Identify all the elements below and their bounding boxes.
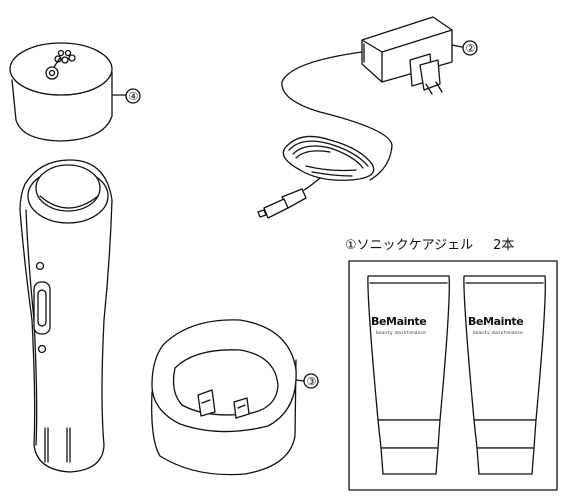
device-cap: ④ [9,42,141,142]
cap-callout-circle [125,88,141,104]
gel-callout-number: ① [345,238,357,253]
stand-callout-circle [303,373,319,389]
gel-set-title: ①ソニックケアジェル 2本 [345,234,514,253]
ac-adapter: ② [361,16,478,95]
gel-box-frame [348,260,558,491]
cap-callout-number: ④ [129,90,139,103]
gel-set-box: BeMainte beauty maintenance BeMainte bea… [348,260,558,491]
gel-brand: BeMainte [371,315,426,328]
charging-contact-icon [233,397,250,419]
gel-tube: BeMainte beauty maintenance [463,275,546,475]
gel-count: 2本 [493,238,515,253]
charging-stand: ③ [151,319,319,476]
mode-indicator-icon [37,344,47,354]
gel-subtitle: beauty maintenance [376,330,426,336]
device-head-inner [35,164,101,212]
stand-callout-number: ③ [307,375,317,388]
charging-contact-icon [197,389,216,417]
gel-name: ソニックケアジェル [356,238,474,253]
device-body [19,159,113,473]
gel-subtitle: beauty maintenance [473,330,523,336]
adapter-callout-number: ② [466,42,476,55]
adapter-callout-circle [462,40,478,56]
gel-brand: BeMainte [468,315,523,328]
gel-tube: BeMainte beauty maintenance [367,275,450,475]
flower-logo-icon [45,49,76,80]
power-cord [257,51,393,219]
indicator-light-icon [35,261,45,271]
